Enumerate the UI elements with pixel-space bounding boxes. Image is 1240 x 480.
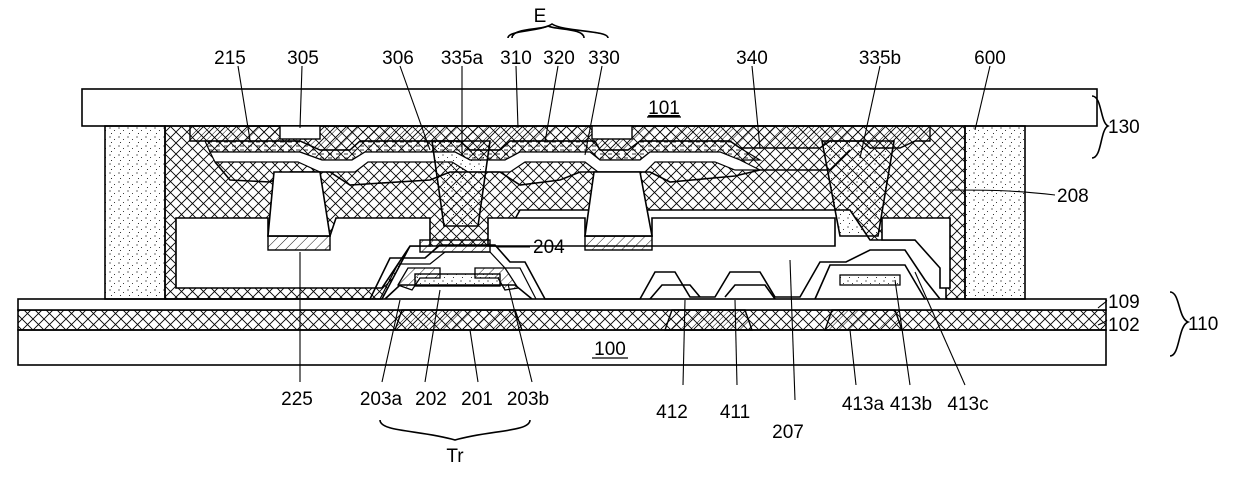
gate-201 bbox=[395, 310, 522, 330]
label-310: 310 bbox=[500, 48, 532, 69]
pad-413b bbox=[840, 275, 900, 285]
label-306: 306 bbox=[382, 48, 414, 69]
label-412: 412 bbox=[656, 402, 688, 423]
pad-413a bbox=[825, 310, 902, 330]
label-202: 202 bbox=[415, 389, 447, 410]
pillar-225 bbox=[268, 172, 330, 236]
label-203a: 203a bbox=[360, 389, 403, 410]
label-335b: 335b bbox=[859, 48, 901, 69]
label-207: 207 bbox=[772, 422, 804, 443]
sealant-right bbox=[965, 126, 1025, 299]
label-335a: 335a bbox=[441, 48, 484, 69]
label-225: 225 bbox=[281, 389, 313, 410]
label-305: 305 bbox=[287, 48, 319, 69]
label-600: 600 bbox=[974, 48, 1006, 69]
bank-305-b bbox=[592, 126, 632, 139]
label-204: 204 bbox=[533, 237, 565, 258]
label-130: 130 bbox=[1108, 117, 1140, 138]
label-109: 109 bbox=[1108, 292, 1140, 313]
pillar-mid bbox=[585, 172, 652, 236]
label-413c: 413c bbox=[947, 394, 988, 415]
label-100: 100 bbox=[594, 339, 626, 360]
label-E: E bbox=[534, 6, 547, 27]
label-320: 320 bbox=[543, 48, 575, 69]
label-413a: 413a bbox=[842, 394, 885, 415]
label-330: 330 bbox=[588, 48, 620, 69]
label-Tr: Tr bbox=[446, 446, 464, 467]
pillar-mid-cap bbox=[585, 236, 652, 250]
label-215: 215 bbox=[214, 48, 246, 69]
label-208: 208 bbox=[1057, 186, 1089, 207]
label-411: 411 bbox=[720, 402, 750, 423]
bracket-110 bbox=[1170, 292, 1188, 356]
bracket-E-full bbox=[508, 24, 608, 38]
layer-102 bbox=[18, 310, 1106, 330]
label-413b: 413b bbox=[890, 394, 932, 415]
label-340: 340 bbox=[736, 48, 768, 69]
sealant-left bbox=[105, 126, 165, 299]
label-203b: 203b bbox=[507, 389, 549, 410]
label-101: 101 bbox=[648, 98, 680, 119]
layer-109 bbox=[18, 299, 1106, 310]
label-110: 110 bbox=[1188, 314, 1218, 335]
label-102: 102 bbox=[1108, 315, 1140, 336]
substrate-101 bbox=[82, 89, 1097, 126]
pillar-225-cap bbox=[268, 236, 330, 250]
bracket-Tr bbox=[380, 420, 530, 440]
label-201: 201 bbox=[461, 389, 493, 410]
electrode-204 bbox=[420, 240, 490, 252]
pad-411 bbox=[665, 310, 752, 330]
